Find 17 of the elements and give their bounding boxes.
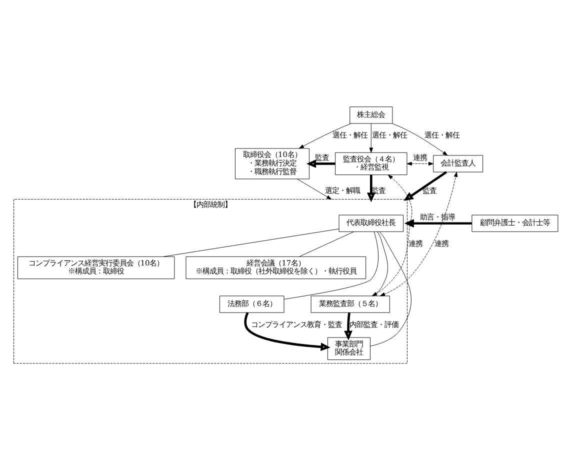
- arrow: [306, 159, 336, 168]
- arrow: [372, 174, 412, 296]
- arrow: [369, 122, 373, 152]
- arrow: [298, 122, 352, 148]
- arrow: [296, 178, 332, 200]
- arrow: [404, 170, 447, 200]
- connector: [299, 230, 354, 256]
- connector: [284, 231, 379, 299]
- connector: [370, 231, 412, 346]
- arrow: [344, 312, 352, 340]
- connector: [372, 231, 388, 296]
- arrow: [406, 161, 434, 166]
- arrow: [244, 312, 330, 351]
- arrow: [380, 171, 458, 296]
- arrow: [404, 218, 472, 228]
- connector: [163, 228, 340, 256]
- arrow: [392, 122, 448, 156]
